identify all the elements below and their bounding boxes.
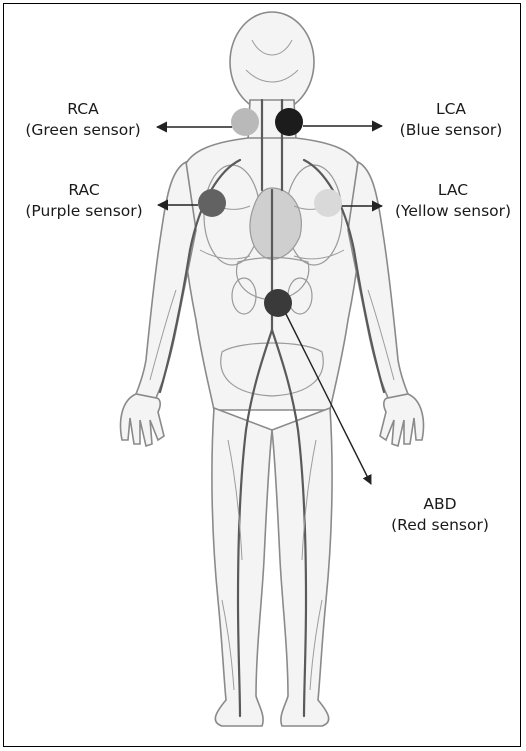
sensor-rac xyxy=(198,189,226,217)
label-abd-code: ABD xyxy=(376,494,504,515)
sensor-lca xyxy=(275,108,303,136)
sensor-abd xyxy=(264,289,292,317)
label-abd-sensor: (Red sensor) xyxy=(376,515,504,536)
label-lca: LCA (Blue sensor) xyxy=(388,99,514,141)
label-rca: RCA (Green sensor) xyxy=(14,99,152,141)
label-rca-sensor: (Green sensor) xyxy=(14,120,152,141)
label-lca-code: LCA xyxy=(388,99,514,120)
label-lca-sensor: (Blue sensor) xyxy=(388,120,514,141)
label-rac-sensor: (Purple sensor) xyxy=(14,201,154,222)
label-rca-code: RCA xyxy=(14,99,152,120)
sensor-lac xyxy=(314,189,342,217)
label-abd: ABD (Red sensor) xyxy=(376,494,504,536)
sensor-rca xyxy=(231,108,259,136)
label-rac-code: RAC xyxy=(14,180,154,201)
label-rac: RAC (Purple sensor) xyxy=(14,180,154,222)
label-lac-sensor: (Yellow sensor) xyxy=(384,201,522,222)
label-lac: LAC (Yellow sensor) xyxy=(384,180,522,222)
label-lac-code: LAC xyxy=(384,180,522,201)
